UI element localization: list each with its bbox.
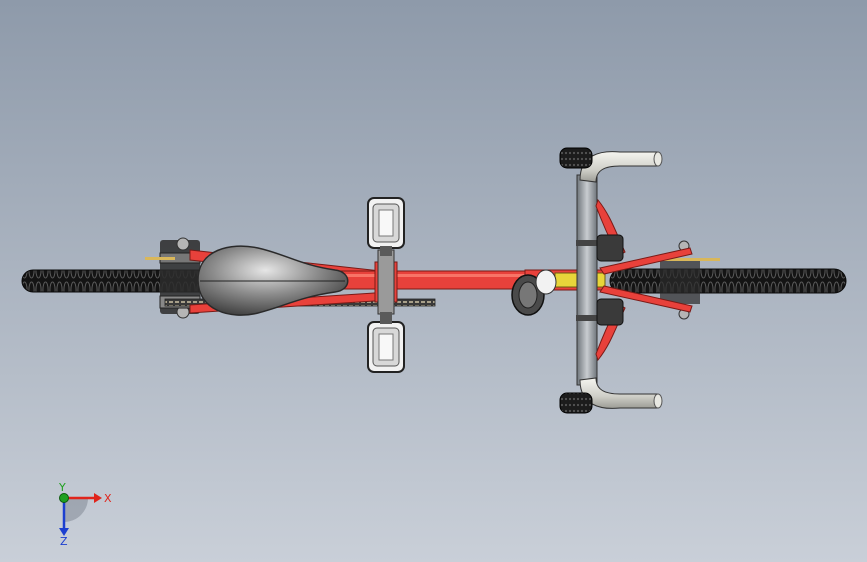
triad-shadow [64,498,88,522]
z-axis-label: Z [60,535,68,548]
rear-reflector-top [145,257,175,260]
headset-cap [535,269,557,295]
brake-clamp-top [596,234,624,262]
pedal-bottom[interactable] [367,321,405,373]
z-axis-arrow-icon [59,528,69,536]
pedal-axle-bottom [380,312,392,324]
handlebar[interactable] [559,147,663,414]
y-axis-dot-icon [59,493,69,503]
x-axis-arrow-icon [94,493,102,503]
front-hub [660,258,700,304]
grip-top[interactable] [559,147,593,169]
pedal-axle-top [380,246,392,256]
brake-clamp-bottom [596,298,624,326]
front-reflector [660,258,720,261]
saddle[interactable] [197,245,349,316]
fork[interactable] [599,247,693,313]
grip-bottom[interactable] [559,392,593,414]
pedal-top[interactable] [367,197,405,249]
handlebar-crossbar [576,174,598,386]
rear-axle-bolt-top [176,237,190,251]
front-wheel[interactable] [609,240,847,320]
coordinate-triad: X Y Z [58,482,112,548]
crank-spindle [377,249,395,315]
front-tire [609,268,847,294]
x-axis-label: X [104,492,112,505]
y-axis-label: Y [58,482,66,494]
bell-dome [518,281,538,309]
